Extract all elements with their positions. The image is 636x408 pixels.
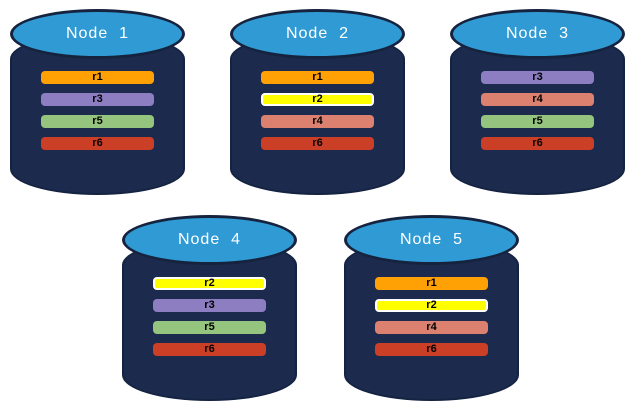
node-3: Node 3 r3 r4 r5 r6 [450, 9, 625, 195]
node-3-cylinder-body [450, 33, 625, 195]
node-3-cylinder-top: Node 3 [450, 9, 625, 59]
replica-bar: r4 [375, 321, 488, 334]
replica-bar: r2 [375, 299, 488, 312]
replica-bar: r1 [375, 277, 488, 290]
node-3-replica-list: r3 r4 r5 r6 [481, 71, 594, 150]
node-4-cylinder-body [122, 239, 297, 401]
node-2-cylinder-top: Node 2 [230, 9, 405, 59]
replica-bar: r1 [261, 71, 374, 84]
node-5-cylinder-top: Node 5 [344, 215, 519, 265]
replica-bar: r1 [41, 71, 154, 84]
replica-bar: r5 [481, 115, 594, 128]
node-4-replica-list: r2 r3 r5 r6 [153, 277, 266, 356]
replica-bar: r5 [41, 115, 154, 128]
replica-bar: r3 [41, 93, 154, 106]
node-4-title: Node 4 [177, 231, 242, 248]
replica-bar: r5 [153, 321, 266, 334]
node-4: Node 4 r2 r3 r5 r6 [122, 215, 297, 401]
replica-bar: r3 [153, 299, 266, 312]
node-2-replica-list: r1 r2 r4 r6 [261, 71, 374, 150]
node-2-title: Node 2 [285, 25, 350, 42]
replica-bar: r6 [261, 137, 374, 150]
node-2-cylinder-body [230, 33, 405, 195]
node-1: Node 1 r1 r3 r5 r6 [10, 9, 185, 195]
replica-bar: r6 [481, 137, 594, 150]
node-2: Node 2 r1 r2 r4 r6 [230, 9, 405, 195]
replica-bar: r4 [481, 93, 594, 106]
node-5: Node 5 r1 r2 r4 r6 [344, 215, 519, 401]
node-4-cylinder-top: Node 4 [122, 215, 297, 265]
node-3-title: Node 3 [505, 25, 570, 42]
node-1-title: Node 1 [65, 25, 130, 42]
replica-bar: r2 [261, 93, 374, 106]
node-5-title: Node 5 [399, 231, 464, 248]
replica-bar: r6 [41, 137, 154, 150]
node-1-replica-list: r1 r3 r5 r6 [41, 71, 154, 150]
replica-bar: r6 [375, 343, 488, 356]
replica-bar: r6 [153, 343, 266, 356]
replica-bar: r2 [153, 277, 266, 290]
replica-bar: r3 [481, 71, 594, 84]
node-5-cylinder-body [344, 239, 519, 401]
node-1-cylinder-top: Node 1 [10, 9, 185, 59]
node-5-replica-list: r1 r2 r4 r6 [375, 277, 488, 356]
replica-bar: r4 [261, 115, 374, 128]
